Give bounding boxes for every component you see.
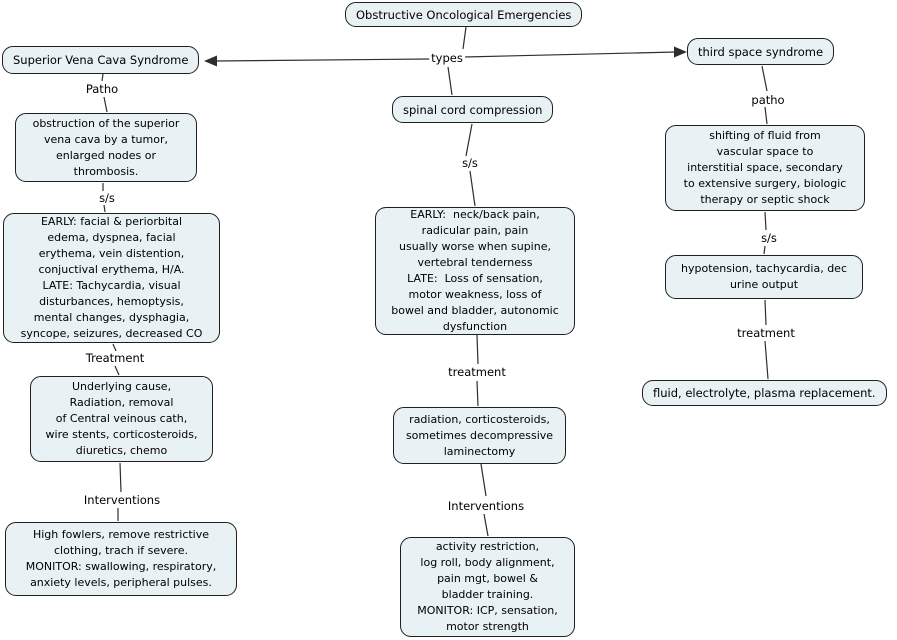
node-tss-treatment[interactable]: fluid, electrolyte, plasma replacement.	[642, 380, 887, 406]
link-svc-patho-b	[103, 96, 108, 113]
link-label-scc-interventions[interactable]: Interventions	[445, 499, 527, 513]
link-svc-treatment-a	[112, 343, 117, 352]
arrow-right-head	[674, 46, 687, 58]
node-scc-treatment[interactable]: radiation, corticosteroids, sometimes de…	[393, 407, 566, 464]
node-svc-signs[interactable]: EARLY: facial & periorbital edema, dyspn…	[3, 213, 220, 343]
link-types-tss	[463, 51, 677, 58]
node-spinal-cord-compression[interactable]: spinal cord compression	[392, 96, 554, 123]
link-label-svc-treatment[interactable]: Treatment	[83, 351, 147, 365]
link-tss-treatment-a	[764, 299, 767, 326]
link-scc-treatment-a	[476, 334, 479, 365]
link-scc-interventions-a	[480, 463, 487, 497]
node-svc-patho[interactable]: obstruction of the superior vena cava by…	[15, 113, 197, 182]
link-root-types	[462, 26, 467, 50]
link-scc-interventions-b	[483, 513, 489, 537]
link-types-scc	[447, 66, 453, 96]
link-label-scc-ss[interactable]: s/s	[460, 156, 480, 170]
node-svc-interventions[interactable]: High fowlers, remove restrictive clothin…	[5, 522, 237, 596]
link-label-tss-ss[interactable]: s/s	[759, 231, 779, 245]
link-scc-ss-a	[465, 123, 473, 157]
node-svc-treatment[interactable]: Underlying cause, Radiation, removal of …	[30, 376, 213, 462]
link-label-types[interactable]: types	[429, 51, 465, 65]
arrow-left-head	[204, 55, 217, 67]
link-label-tss-treatment[interactable]: treatment	[735, 326, 797, 340]
link-svc-treatment-b	[114, 365, 120, 376]
link-scc-treatment-b	[476, 380, 479, 407]
node-scc-interventions[interactable]: activity restriction, log roll, body ali…	[400, 537, 575, 637]
link-label-svc-patho[interactable]: Patho	[83, 82, 121, 96]
link-svc-patho-a	[101, 73, 104, 82]
link-types-svc	[215, 58, 431, 62]
link-tss-treatment-b	[764, 340, 769, 380]
link-svc-ss-b	[103, 204, 106, 213]
link-tss-ss-a	[764, 211, 767, 231]
link-svc-interventions-a	[119, 462, 122, 493]
link-label-scc-treatment[interactable]: treatment	[446, 365, 508, 379]
node-scc-signs[interactable]: EARLY: neck/back pain, radicular pain, p…	[375, 207, 575, 335]
node-tss-signs[interactable]: hypotension, tachycardia, dec urine outp…	[665, 255, 863, 299]
link-tss-patho-a	[761, 65, 768, 92]
link-tss-patho-b	[764, 106, 768, 125]
link-label-svc-ss[interactable]: s/s	[97, 191, 117, 205]
node-tss-patho[interactable]: shifting of fluid from vascular space to…	[665, 125, 865, 211]
node-third-space-syndrome[interactable]: third space syndrome	[687, 38, 835, 65]
node-root[interactable]: Obstructive Oncological Emergencies	[345, 2, 583, 27]
link-label-tss-patho[interactable]: patho	[749, 93, 787, 107]
link-tss-ss-b	[763, 245, 766, 255]
link-scc-ss-b	[469, 170, 476, 207]
link-label-svc-interventions[interactable]: Interventions	[81, 493, 163, 507]
node-svc-syndrome[interactable]: Superior Vena Cava Syndrome	[2, 46, 200, 74]
